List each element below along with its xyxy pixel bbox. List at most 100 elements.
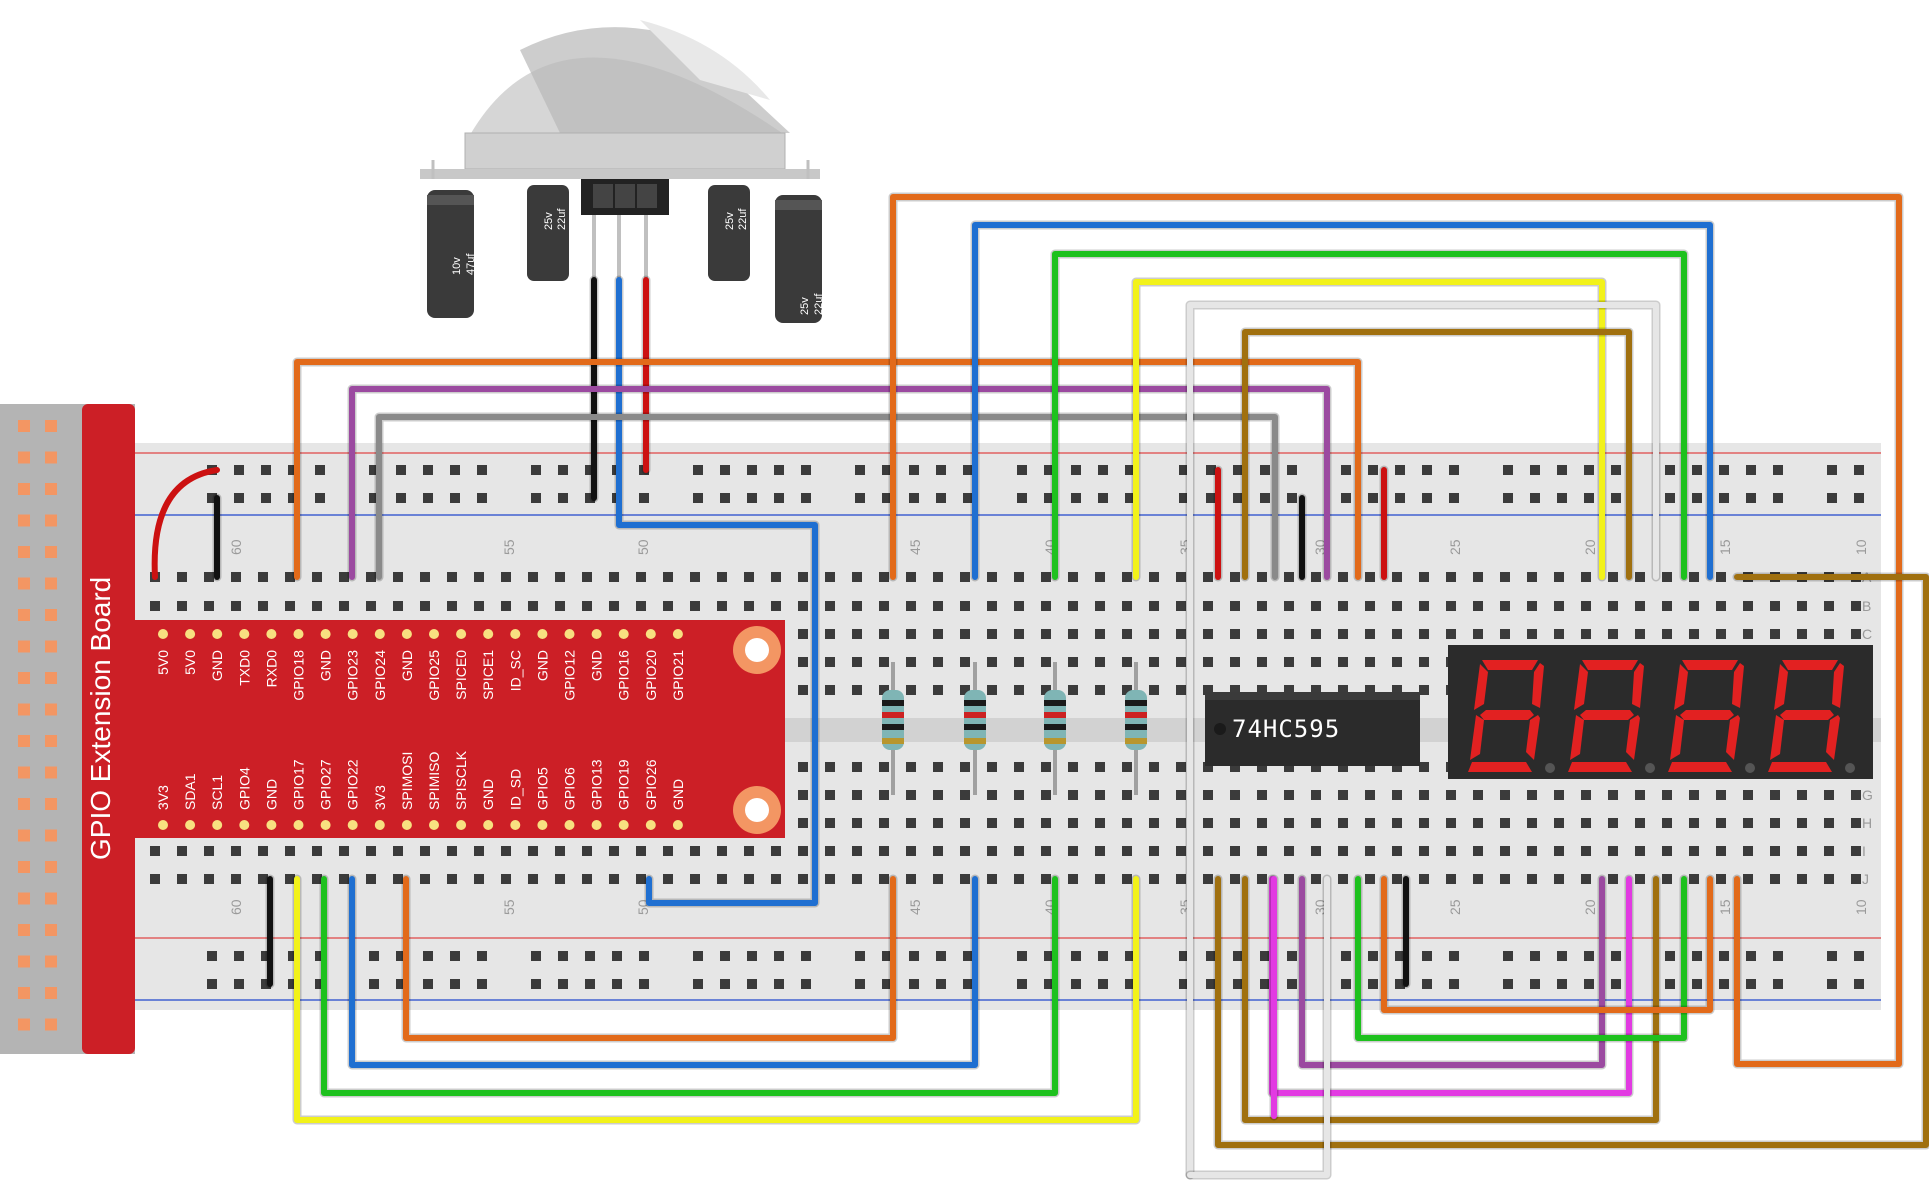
breadboard-hole — [1419, 572, 1429, 582]
breadboard-hole — [1851, 846, 1861, 856]
breadboard-hole — [1149, 818, 1159, 828]
breadboard-hole — [1176, 629, 1186, 639]
breadboard-hole — [369, 951, 379, 961]
svg-text:22uf: 22uf — [737, 208, 749, 230]
breadboard-hole — [369, 493, 379, 503]
breadboard-hole — [852, 818, 862, 828]
breadboard-hole — [1500, 790, 1510, 800]
breadboard-hole — [1500, 818, 1510, 828]
header-pin — [18, 955, 30, 968]
breadboard-hole — [960, 629, 970, 639]
breadboard-hole — [1014, 685, 1024, 695]
breadboard-hole — [1041, 846, 1051, 856]
gpio-pin-label: GND — [589, 650, 605, 681]
breadboard-hole — [1851, 790, 1861, 800]
breadboard-hole — [231, 874, 241, 884]
breadboard-hole — [1689, 629, 1699, 639]
gpio-pin-label: SPIMOSI — [399, 752, 415, 810]
gpio-pin-pad — [374, 820, 385, 830]
header-pin — [18, 798, 30, 810]
breadboard-hole — [447, 874, 457, 884]
breadboard-hole — [1719, 465, 1729, 475]
breadboard-hole — [366, 846, 376, 856]
seven-segment-digit — [1568, 660, 1655, 773]
column-number: 55 — [501, 539, 517, 555]
breadboard-hole — [1716, 846, 1726, 856]
breadboard-hole — [906, 818, 916, 828]
breadboard-hole — [639, 979, 649, 989]
column-number: 45 — [907, 539, 923, 555]
gpio-pin-pad — [320, 629, 331, 639]
gpio-pin-label: GPIO20 — [643, 650, 659, 701]
breadboard-hole — [1260, 465, 1270, 475]
gpio-pin-label: GPIO16 — [616, 650, 632, 701]
header-pin — [18, 514, 30, 527]
breadboard-hole — [1797, 790, 1807, 800]
breadboard-hole — [825, 762, 835, 772]
breadboard-hole — [1044, 979, 1054, 989]
breadboard-hole — [1662, 790, 1672, 800]
svg-text:25v: 25v — [543, 212, 555, 230]
breadboard-hole — [855, 493, 865, 503]
breadboard-hole — [612, 979, 622, 989]
breadboard-hole — [1746, 493, 1756, 503]
breadboard-hole — [1044, 465, 1054, 475]
breadboard-hole — [987, 572, 997, 582]
breadboard-hole — [585, 979, 595, 989]
breadboard-hole — [825, 572, 835, 582]
breadboard-hole — [1068, 818, 1078, 828]
breadboard-hole — [1284, 657, 1294, 667]
gpio-pin-label: GND — [263, 779, 279, 810]
breadboard-hole — [1473, 818, 1483, 828]
gpio-pin-label: GND — [534, 650, 550, 681]
resistor — [882, 662, 904, 795]
breadboard-hole — [1419, 629, 1429, 639]
breadboard-hole — [963, 493, 973, 503]
breadboard-hole — [693, 493, 703, 503]
gpio22-wire — [349, 876, 978, 1068]
breadboard-hole — [231, 572, 241, 582]
breadboard-hole — [1392, 657, 1402, 667]
row-letter: J — [1862, 871, 1869, 887]
breadboard-hole — [447, 572, 457, 582]
breadboard-hole — [312, 874, 322, 884]
breadboard-hole — [609, 846, 619, 856]
breadboard-hole — [1311, 874, 1321, 884]
breadboard-hole — [1689, 790, 1699, 800]
breadboard-hole — [1611, 493, 1621, 503]
breadboard-hole — [825, 818, 835, 828]
breadboard-hole — [1503, 951, 1513, 961]
breadboard-hole — [261, 979, 271, 989]
breadboard-hole — [1716, 572, 1726, 582]
breadboard-hole — [234, 979, 244, 989]
breadboard-hole — [1662, 601, 1672, 611]
breadboard-hole — [960, 685, 970, 695]
breadboard-hole — [1230, 657, 1240, 667]
breadboard-hole — [261, 951, 271, 961]
breadboard-hole — [1095, 762, 1105, 772]
breadboard-hole — [1554, 846, 1564, 856]
breadboard-hole — [1581, 572, 1591, 582]
breadboard-hole — [1125, 465, 1135, 475]
breadboard-hole — [315, 493, 325, 503]
svg-text:25v: 25v — [799, 297, 811, 315]
breadboard-hole — [1041, 790, 1051, 800]
breadboard-hole — [1854, 951, 1864, 961]
breadboard-hole — [474, 874, 484, 884]
breadboard-hole — [393, 601, 403, 611]
breadboard-hole — [1125, 493, 1135, 503]
breadboard-hole — [396, 493, 406, 503]
breadboard-hole — [1203, 685, 1213, 695]
breadboard-hole — [801, 465, 811, 475]
breadboard-hole — [825, 874, 835, 884]
gpio-pin-label: GPIO13 — [589, 759, 605, 810]
gpio-pin-pad — [293, 629, 304, 639]
gpio-pin-label: SPISCLK — [453, 750, 469, 810]
gpio-pin-label: GPIO23 — [345, 650, 361, 701]
breadboard-hole — [285, 572, 295, 582]
breadboard-hole — [1284, 572, 1294, 582]
breadboard-hole — [1284, 790, 1294, 800]
chip-display-wire-white — [1187, 876, 1330, 1178]
gpio-pin-pad — [537, 820, 548, 830]
breadboard-hole — [1608, 572, 1618, 582]
